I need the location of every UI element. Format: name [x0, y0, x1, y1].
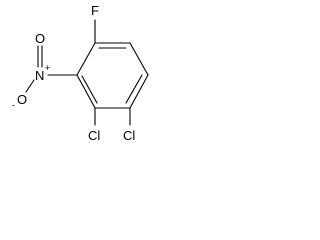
chlorine-1-label: Cl — [88, 128, 100, 143]
double-bond-inner-left — [81, 75, 98, 104]
nitro-nitrogen-label: N — [35, 68, 44, 83]
structure-canvas: F N + O O - Cl Cl — [0, 0, 161, 155]
nitro-oxygen-left-label: O — [17, 92, 27, 107]
bond-n-o-left — [25, 79, 35, 93]
molecule-diagram: F N + O O - Cl Cl — [12, 3, 149, 143]
fluorine-label: F — [91, 3, 99, 18]
benzene-ring — [76, 42, 149, 109]
ring-bond-c3-c4 — [129, 74, 149, 109]
ring-bond-c5-c6 — [76, 74, 96, 109]
double-bond-inner-right — [125, 74, 143, 104]
ring-bond-c6-c1 — [76, 42, 96, 76]
ring-bond-c2-c3 — [129, 42, 149, 76]
chlorine-2-label: Cl — [123, 128, 135, 143]
nitro-oxygen-top-label: O — [35, 31, 45, 46]
nitro-oxygen-left-charge: - — [12, 100, 15, 110]
nitro-nitrogen-charge: + — [45, 63, 50, 73]
